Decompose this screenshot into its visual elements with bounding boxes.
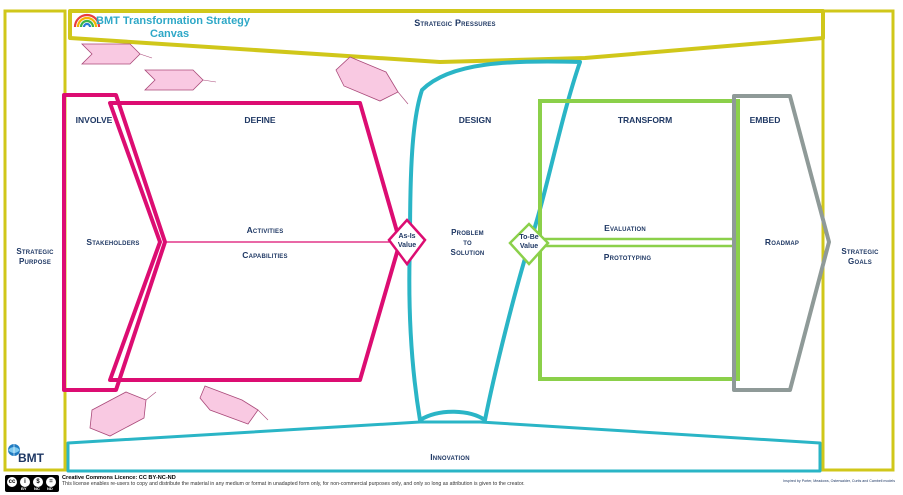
roadmap-label: Roadmap: [764, 237, 800, 247]
strategic-pressures-label: Strategic Pressures: [414, 18, 496, 28]
pressure-arrow-icon: [89, 391, 157, 437]
license-text: Creative Commons Licence: CC BY-NC-ND Th…: [62, 475, 602, 487]
prototyping-label: Prototyping: [603, 252, 652, 262]
embed-shape: [732, 94, 831, 392]
define-heading: DEFINE: [244, 115, 276, 125]
strategic-purpose-label: Strategic Purpose: [16, 247, 54, 266]
canvas-title: BMT Transformation Strategy Canvas: [96, 15, 250, 41]
as-is-value-diamond: [387, 218, 427, 267]
stakeholders-label: Stakeholders: [86, 237, 140, 247]
title-line-2: Canvas: [150, 28, 190, 40]
design-heading: DESIGN: [458, 115, 492, 125]
bmt-globe-icon: [8, 444, 20, 456]
strategic-goals-panel: [821, 9, 895, 472]
capabilities-label: Capabilities: [242, 250, 288, 260]
activities-label: Activities: [246, 225, 284, 235]
strategic-purpose-panel: [3, 9, 67, 472]
transform-heading: TRANSFORM: [617, 115, 673, 125]
creative-commons-icon: cc i $ = BY NC ND: [5, 475, 59, 492]
strategic-goals-label: Strategic Goals: [841, 247, 879, 266]
as-is-value-label: As-Is Value: [397, 233, 417, 249]
pressure-arrow-icon: [199, 385, 269, 425]
define-shape: [108, 101, 402, 382]
pressure-arrow-icon: [144, 69, 217, 91]
problem-to-solution-label: Problem to Solution: [450, 228, 485, 257]
license-title: Creative Commons Licence: CC BY-NC-ND: [62, 475, 176, 481]
evaluation-label: Evaluation: [604, 223, 646, 233]
pressure-arrow-icon: [81, 43, 153, 65]
to-be-value-label: To-Be Value: [519, 234, 539, 250]
inspired-by-note: Inspired by Porter, Meadows, Osterwalder…: [783, 479, 895, 483]
innovation-shape: [66, 420, 822, 473]
innovation-label: Innovation: [430, 452, 470, 462]
involve-heading: INVOLVE: [75, 115, 113, 125]
strategic-pressures-shape: [68, 9, 825, 64]
embed-heading: EMBED: [749, 115, 781, 125]
rainbow-logo-icon: [73, 13, 101, 28]
title-line-1: BMT Transformation Strategy: [96, 15, 251, 27]
involve-shape: [62, 93, 167, 392]
bmt-logo-text: BMT: [18, 451, 44, 465]
to-be-value-diamond: [508, 222, 550, 266]
pressure-arrow-icon: [335, 56, 409, 105]
license-body: This license enables re-users to copy an…: [62, 481, 525, 487]
